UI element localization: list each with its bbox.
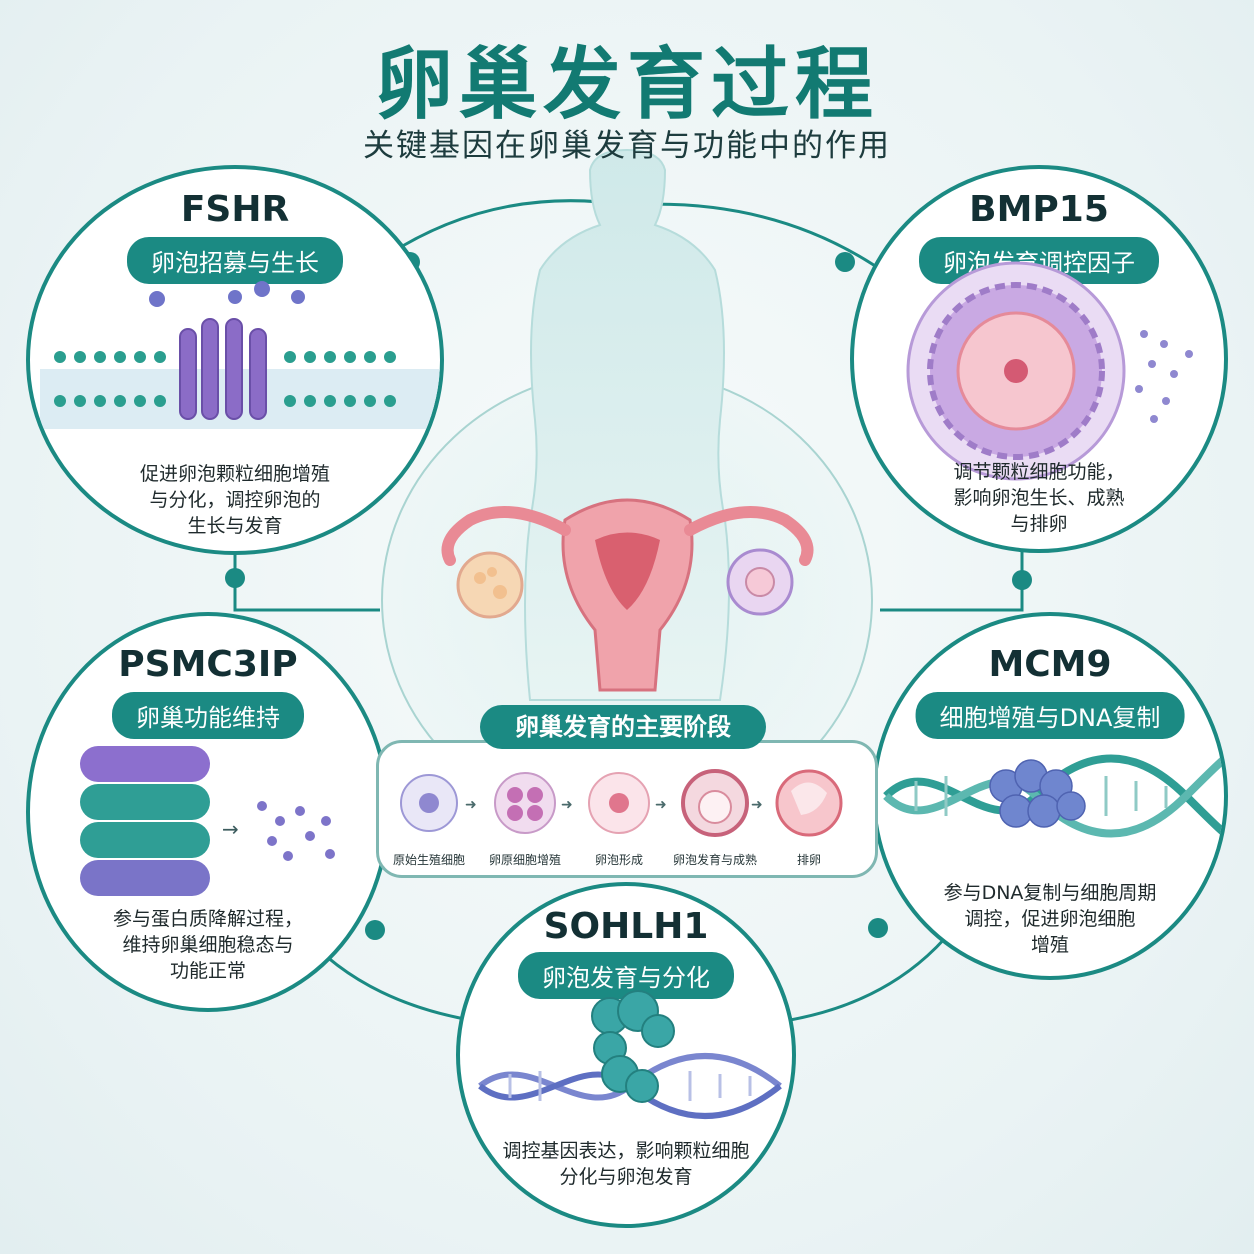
connector-left	[233, 540, 380, 612]
membrane-receptor-icon	[40, 281, 440, 429]
gene-role-badge: 卵泡发育与分化	[518, 952, 734, 999]
gene-circle-fshr: FSHR 卵泡招募与生长 促进卵泡颗粒细胞增殖 与分化，调控卵泡的 生长与发育	[26, 165, 444, 555]
connector-dot	[1012, 570, 1032, 590]
stage-label: 卵泡发育与成熟	[672, 853, 757, 867]
proteasome-icon: →	[80, 746, 335, 896]
connector-dot	[868, 918, 888, 938]
stage-label: 原始生殖细胞	[392, 853, 465, 867]
gene-role-badge: 卵巢功能维持	[112, 692, 304, 739]
gene-circle-sohlh1: SOHLH1 卵泡发育与分化 调控基因表达，影响颗粒细胞 分化与卵泡发育	[456, 882, 796, 1228]
stage-arrow: ➜	[561, 797, 573, 813]
connector-dot	[835, 252, 855, 272]
page-subtitle: 关键基因在卵巢发育与功能中的作用	[363, 128, 891, 164]
stage-label: 卵泡形成	[594, 853, 643, 867]
gene-name: MCM9	[988, 644, 1112, 685]
gene-description: 促进卵泡颗粒细胞增殖 与分化，调控卵泡的 生长与发育	[139, 463, 330, 537]
gene-description: 参与DNA复制与细胞周期 调控，促进卵泡细胞 增殖	[943, 882, 1157, 956]
gene-description: 参与蛋白质降解过程， 维持卵巢细胞稳态与 功能正常	[112, 908, 303, 982]
follicle-icon	[906, 261, 1193, 481]
stage-label: 卵原细胞增殖	[488, 853, 561, 867]
svg-text:→: →	[222, 817, 239, 841]
gene-role-badge: 细胞增殖与DNA复制	[915, 692, 1185, 739]
dna-helicase-icon	[883, 754, 1224, 838]
stages-title: 卵巢发育的主要阶段	[480, 705, 766, 749]
gene-circle-psmc3ip: PSMC3IP 卵巢功能维持 → 参与蛋白质降解过程， 维持卵巢细胞稳态与 功能…	[26, 612, 390, 1012]
gene-description: 调控基因表达，影响颗粒细胞 分化与卵泡发育	[502, 1140, 750, 1188]
gene-circle-mcm9: MCM9 细胞增殖与DNA复制 参与DNA复制与细胞周期 调控，促进卵泡细胞 增…	[872, 612, 1228, 980]
gene-description: 调节颗粒细胞功能， 影响卵泡生长、成熟 与排卵	[953, 461, 1125, 535]
stage-arrow: ➜	[751, 797, 763, 813]
stage-arrow: ➜	[465, 797, 477, 813]
stage-icons	[400, 769, 843, 837]
gene-role-badge: 卵泡招募与生长	[127, 237, 343, 284]
gene-name: BMP15	[969, 189, 1109, 230]
connector-dot	[365, 920, 385, 940]
stage-arrow: ➜	[655, 797, 667, 813]
connector-right	[880, 540, 1024, 612]
stages-panel: ➜ ➜ ➜ ➜ 原始生殖细胞 卵原细胞增殖 卵泡形成 卵泡发育与成熟 排卵	[376, 740, 878, 878]
transcription-factor-dna-icon	[478, 990, 782, 1119]
gene-name: PSMC3IP	[118, 644, 298, 685]
uterus-illustration	[441, 498, 814, 692]
gene-name: FSHR	[180, 189, 290, 230]
gene-circle-bmp15: BMP15 卵泡发育调控因子 调节颗粒细胞功能， 影响卵泡生长、成熟 与排卵	[850, 165, 1228, 553]
page-title: 卵巢发育过程	[374, 40, 879, 130]
stage-label: 排卵	[796, 853, 821, 867]
gene-name: SOHLH1	[543, 906, 709, 947]
connector-dot	[225, 568, 245, 588]
